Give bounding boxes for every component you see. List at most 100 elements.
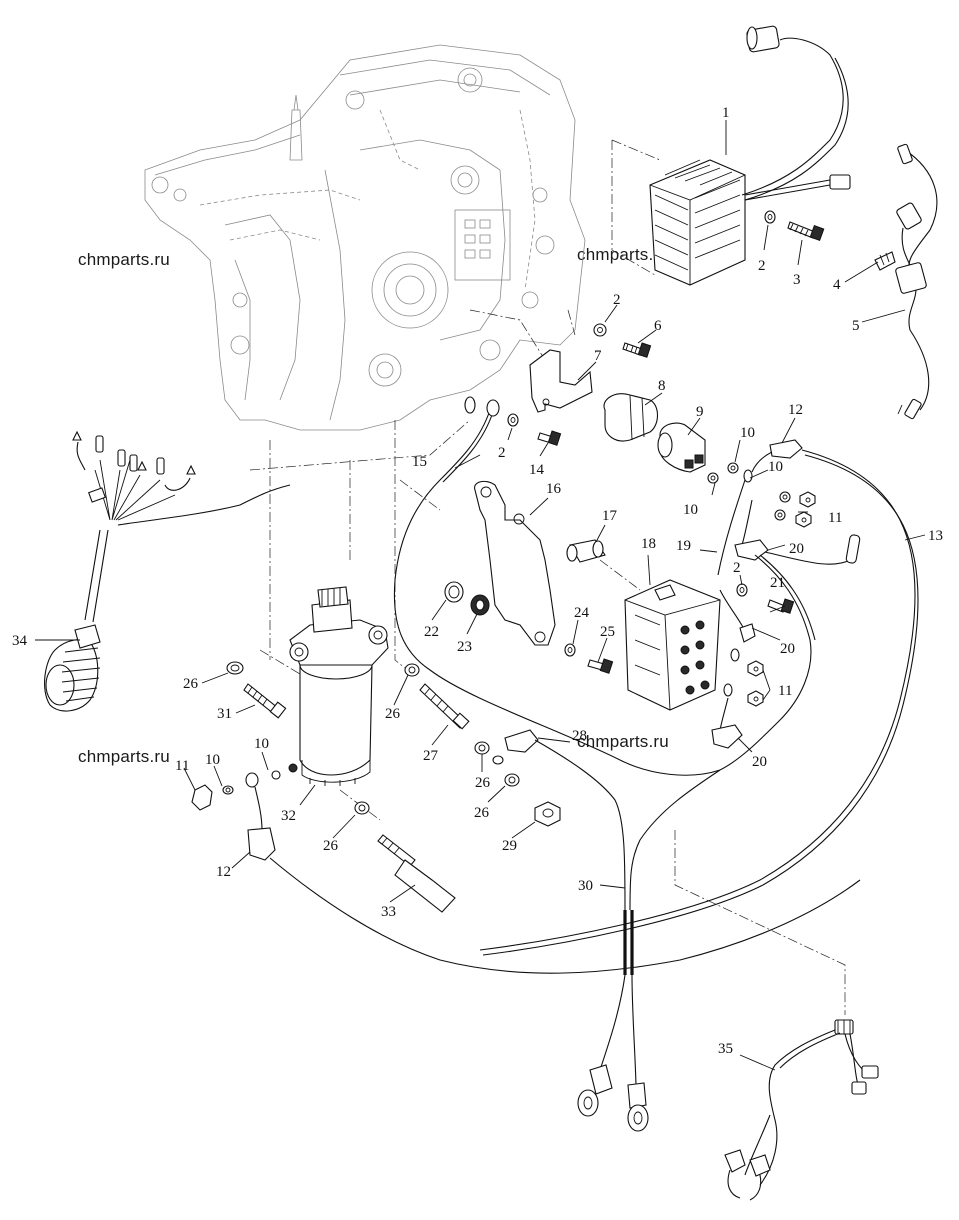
cable-19-20 [717, 479, 861, 771]
cable-20-mid [719, 589, 756, 662]
watermark-right-bottom: chmparts.ru [577, 732, 669, 751]
callout-32: 32 [281, 808, 296, 824]
callout-3: 3 [793, 272, 801, 288]
callout-10: 10 [740, 425, 755, 441]
spacer-17 [566, 539, 606, 563]
cable-13 [629, 769, 721, 911]
rubber-boot-8 [603, 393, 659, 442]
callout-26: 26 [475, 775, 491, 791]
callout-leaders [35, 120, 926, 1071]
callout-10: 10 [683, 502, 698, 518]
rectifier-harness [741, 25, 851, 201]
callout-17: 17 [602, 508, 618, 524]
callout-21: 21 [770, 575, 785, 591]
callout-27: 27 [423, 748, 439, 764]
washer-2b [593, 323, 607, 337]
callout-2: 2 [613, 292, 621, 308]
cable-15 [393, 396, 721, 776]
washer-2a [764, 210, 776, 224]
starter-motor-32 [288, 586, 389, 786]
callout-18: 18 [641, 536, 656, 552]
callout-11: 11 [778, 683, 792, 699]
washer-26-right [404, 663, 420, 677]
callout-11: 11 [828, 510, 842, 526]
callout-15: 15 [412, 454, 427, 470]
washer-26-left [226, 661, 244, 675]
callout-12: 12 [216, 864, 231, 880]
callout-16: 16 [546, 481, 562, 497]
engine-block-ghost [144, 44, 586, 431]
callout-30: 30 [578, 878, 593, 894]
callout-23: 23 [457, 639, 472, 655]
callout-26: 26 [183, 676, 199, 692]
callout-26: 26 [385, 706, 401, 722]
callout-28: 28 [572, 728, 587, 744]
callout-26: 26 [474, 805, 490, 821]
bolt-14 [537, 430, 562, 446]
callout-10: 10 [254, 736, 269, 752]
cable-12-lower [191, 770, 861, 974]
callout-numbers: 1 2 3 4 5 2 6 7 8 9 2 14 10 10 10 12 11 … [12, 105, 943, 1057]
callout-35: 35 [718, 1041, 733, 1057]
bolt-6 [622, 342, 652, 358]
washer-24 [564, 643, 576, 657]
callout-34: 34 [12, 633, 28, 649]
callout-2: 2 [758, 258, 766, 274]
rectifier-regulator [649, 159, 746, 286]
cable-20-lower [711, 683, 743, 749]
stud-33 [377, 834, 456, 913]
terminal-block-18 [624, 579, 721, 711]
callout-22: 22 [424, 624, 439, 640]
nuts-11-upper [795, 491, 816, 528]
bolt-3 [787, 221, 825, 241]
callout-19: 19 [676, 538, 691, 554]
main-harness-34 [44, 430, 291, 712]
washers-10-upper [707, 462, 791, 521]
nuts-11-mid [747, 660, 764, 707]
stud-27 [419, 683, 470, 730]
callout-4: 4 [833, 277, 841, 293]
callout-10: 10 [768, 459, 783, 475]
cable-28 [492, 729, 626, 911]
washer-2c [507, 413, 519, 427]
washer-26-mid [474, 741, 490, 755]
watermark-left-top: chmparts.ru [78, 250, 170, 269]
cable-12-upper [479, 439, 919, 956]
callout-10: 10 [205, 752, 220, 768]
grommet-23 [470, 594, 490, 616]
callout-20: 20 [780, 641, 795, 657]
callout-11: 11 [175, 758, 189, 774]
fuse-harness [874, 143, 938, 420]
washer-26-bottom [354, 801, 370, 815]
harness-35 [724, 1019, 879, 1201]
callout-2: 2 [733, 560, 741, 576]
washer-2d [736, 583, 748, 597]
callout-29: 29 [502, 838, 517, 854]
callout-8: 8 [658, 378, 666, 394]
callout-6: 6 [654, 318, 662, 334]
bracket-7 [529, 349, 593, 413]
assembly-leader-lines [249, 139, 846, 1015]
callout-1: 1 [722, 105, 730, 121]
grommet-22 [444, 581, 464, 603]
callout-7: 7 [594, 348, 602, 364]
starter-relay-9 [657, 422, 706, 473]
callout-2: 2 [498, 445, 506, 461]
callout-25: 25 [600, 624, 615, 640]
callout-24: 24 [574, 605, 590, 621]
callout-31: 31 [217, 706, 232, 722]
callout-9: 9 [696, 404, 704, 420]
mounting-plate-16 [474, 480, 556, 646]
callout-14: 14 [529, 462, 545, 478]
callout-20: 20 [789, 541, 804, 557]
washer-26-low [504, 773, 520, 787]
callout-26: 26 [323, 838, 339, 854]
callout-5: 5 [852, 318, 860, 334]
callout-12: 12 [788, 402, 803, 418]
watermark-left-bottom: chmparts.ru [78, 747, 170, 766]
callout-20: 20 [752, 754, 767, 770]
bolt-21 [767, 598, 795, 614]
callout-13: 13 [928, 528, 943, 544]
nut-29 [534, 801, 561, 827]
